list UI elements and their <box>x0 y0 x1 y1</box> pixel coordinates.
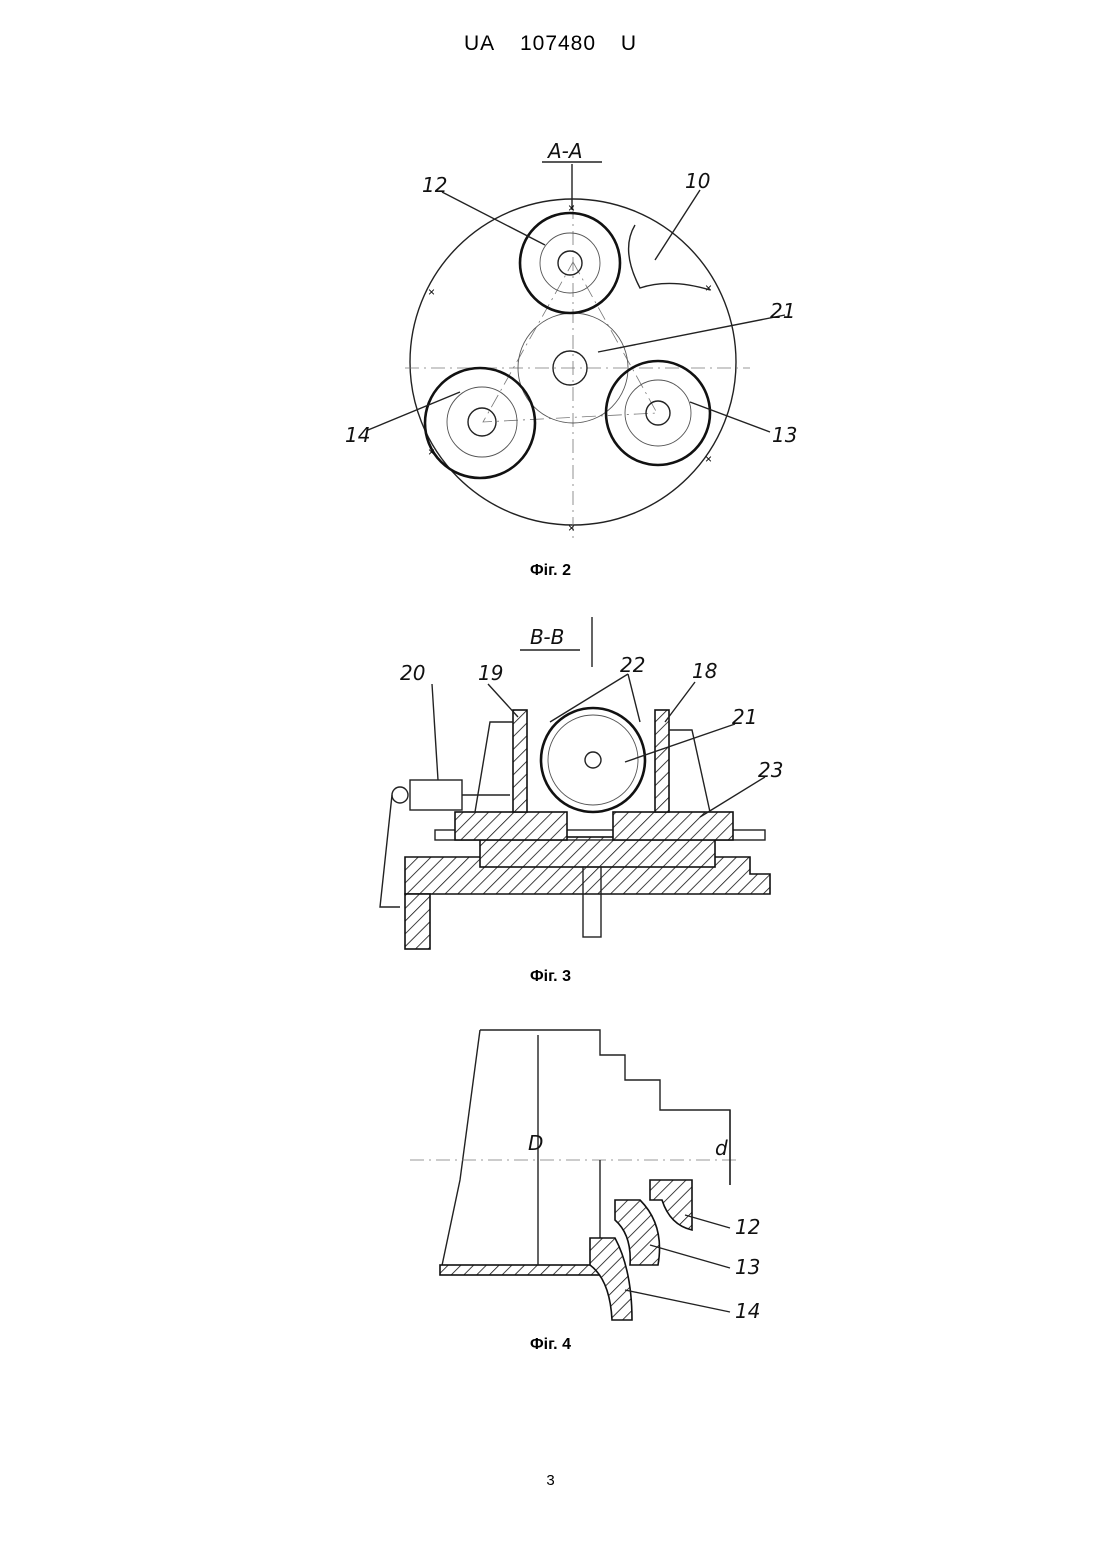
fig2-label-21: 21 <box>770 299 795 323</box>
figure-2-caption: Фіг. 2 <box>0 562 1101 580</box>
fig3-section-label: B-B <box>530 625 564 649</box>
fig3-carriage-right <box>613 812 733 840</box>
fig2-mark: × <box>705 452 712 466</box>
fig3-leader-19 <box>488 684 518 717</box>
fig2-roller-12-inner <box>540 233 600 293</box>
fig3-cylinder-20 <box>410 780 462 810</box>
fig2-roller-14-inner <box>447 387 517 457</box>
fig2-roller-13 <box>606 361 710 465</box>
fig2-roller-13-inner <box>625 380 691 446</box>
fig3-leader-23 <box>700 777 765 817</box>
fig4-stepped-profile <box>480 1030 730 1185</box>
fig4-dimension-D: D <box>528 1131 543 1155</box>
fig3-label-23: 23 <box>758 758 783 782</box>
fig2-label-12: 12 <box>422 173 447 197</box>
fig2-roller-14 <box>425 368 535 478</box>
header-number: 107480 <box>520 32 596 55</box>
figure-4-caption: Фіг. 4 <box>0 1336 1101 1354</box>
fig3-jaw-19 <box>513 710 527 812</box>
fig2-roller-13-bore <box>646 401 670 425</box>
fig2-label-13: 13 <box>772 423 797 447</box>
figure-3-drawing: B-B 20 19 22 18 21 23 <box>370 612 800 957</box>
fig3-carriage-left <box>455 812 567 840</box>
fig2-mark: × <box>428 285 435 299</box>
fig3-jaw-18 <box>655 710 669 812</box>
fig4-roller-12-section <box>650 1180 692 1230</box>
fig3-leader-22b <box>628 674 640 722</box>
fig4-leader-14 <box>625 1290 730 1312</box>
fig2-mark: × <box>568 521 575 535</box>
fig3-label-22: 22 <box>620 653 645 677</box>
fig2-roller-triangle <box>483 262 657 422</box>
figure-2-drawing: A-A × × × × × × 12 10 21 14 13 <box>330 130 790 560</box>
fig3-cylinder-pivot <box>392 787 408 803</box>
header-kind: U <box>621 32 637 55</box>
fig3-base-leg <box>405 894 430 949</box>
fig3-label-19: 19 <box>478 661 503 685</box>
fig3-cylinder-bracket <box>380 795 400 907</box>
fig3-jaw-19-support <box>475 722 513 812</box>
fig2-roller-14-bore <box>468 408 496 436</box>
figure-4-drawing: D d 12 13 14 <box>400 1020 800 1330</box>
fig2-mark: × <box>705 281 712 295</box>
fig4-roller-14-section <box>590 1238 632 1320</box>
fig4-label-13: 13 <box>735 1255 760 1279</box>
fig4-tube-edge <box>440 1030 480 1275</box>
fig3-workpiece-21 <box>548 715 638 805</box>
fig3-label-20: 20 <box>400 661 425 685</box>
fig2-roller-12-bore <box>558 251 582 275</box>
fig3-leader-18 <box>665 682 695 722</box>
patent-header: UA 107480 U <box>0 32 1101 56</box>
fig4-leader-13 <box>650 1245 730 1268</box>
fig4-label-12: 12 <box>735 1215 760 1239</box>
page-number: 3 <box>0 1472 1101 1489</box>
figure-3-caption: Фіг. 3 <box>0 968 1101 986</box>
fig4-dimension-d: d <box>715 1136 728 1160</box>
fig2-label-14: 14 <box>345 423 370 447</box>
fig4-tube-wall <box>440 1265 600 1275</box>
header-country: UA <box>464 32 495 55</box>
fig2-roller-12 <box>520 213 620 313</box>
fig2-leader-12 <box>442 192 545 245</box>
fig2-label-10: 10 <box>685 169 710 193</box>
fig3-label-21: 21 <box>732 705 757 729</box>
fig3-label-18: 18 <box>692 659 717 683</box>
fig3-slide-plate <box>480 837 715 867</box>
fig3-leader-20 <box>432 684 438 780</box>
fig2-section-label: A-A <box>546 139 583 163</box>
fig3-workpiece-center <box>585 752 601 768</box>
fig4-label-14: 14 <box>735 1299 760 1323</box>
fig2-leader-21 <box>598 315 785 352</box>
fig3-jaw-18-support <box>669 730 710 812</box>
